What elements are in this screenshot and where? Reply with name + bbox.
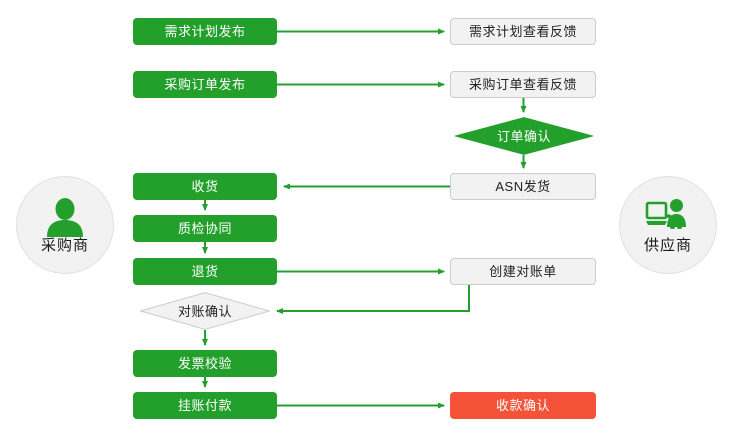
actor-supplier-label: 供应商	[643, 237, 692, 254]
node-invoice-verify[interactable]: 发票校验	[133, 350, 277, 377]
edge-e-stmt-confirm	[276, 285, 470, 314]
node-demand-plan-feedback-label: 需求计划查看反馈	[468, 24, 577, 39]
node-po-feedback[interactable]: 采购订单查看反馈	[450, 71, 596, 98]
node-po-publish[interactable]: 采购订单发布	[133, 71, 277, 98]
node-statement-confirm-label: 对账确认	[177, 303, 232, 319]
node-invoice-verify-label: 发票校验	[177, 356, 232, 371]
node-order-confirm-shape	[455, 117, 593, 155]
node-payable-payment[interactable]: 挂账付款	[133, 392, 277, 419]
node-goods-receipt-label: 收货	[191, 179, 219, 194]
node-asn-ship[interactable]: ASN发货	[450, 173, 596, 200]
node-quality-collaboration-label: 质检协同	[177, 221, 232, 236]
node-order-confirm[interactable]: 订单确认	[455, 117, 593, 155]
person-at-computer-icon	[645, 199, 686, 229]
actor-supplier: 供应商	[619, 176, 717, 274]
node-quality-collaboration[interactable]: 质检协同	[133, 215, 277, 242]
node-demand-plan-publish-label: 需求计划发布	[164, 24, 246, 39]
node-asn-ship-label: ASN发货	[495, 179, 551, 194]
node-payment-confirm[interactable]: 收款确认	[450, 392, 596, 419]
node-create-statement-label: 创建对账单	[489, 264, 557, 279]
node-statement-confirm[interactable]: 对账确认	[140, 292, 270, 330]
node-create-statement[interactable]: 创建对账单	[450, 258, 596, 285]
node-return-goods-label: 退货	[191, 264, 219, 279]
node-po-feedback-label: 采购订单查看反馈	[468, 77, 577, 92]
node-demand-plan-publish[interactable]: 需求计划发布	[133, 18, 277, 45]
actor-buyer: 采购商	[16, 176, 114, 274]
person-avatar-icon	[47, 198, 83, 237]
node-return-goods[interactable]: 退货	[133, 258, 277, 285]
node-payable-payment-label: 挂账付款	[177, 398, 232, 413]
node-goods-receipt[interactable]: 收货	[133, 173, 277, 200]
node-order-confirm-label: 订单确认	[496, 128, 551, 144]
node-payment-confirm-label: 收款确认	[495, 398, 550, 413]
node-po-publish-label: 采购订单发布	[164, 77, 246, 92]
node-statement-confirm-shape	[140, 292, 270, 330]
actor-buyer-label: 采购商	[40, 237, 89, 254]
node-demand-plan-feedback[interactable]: 需求计划查看反馈	[450, 18, 596, 45]
